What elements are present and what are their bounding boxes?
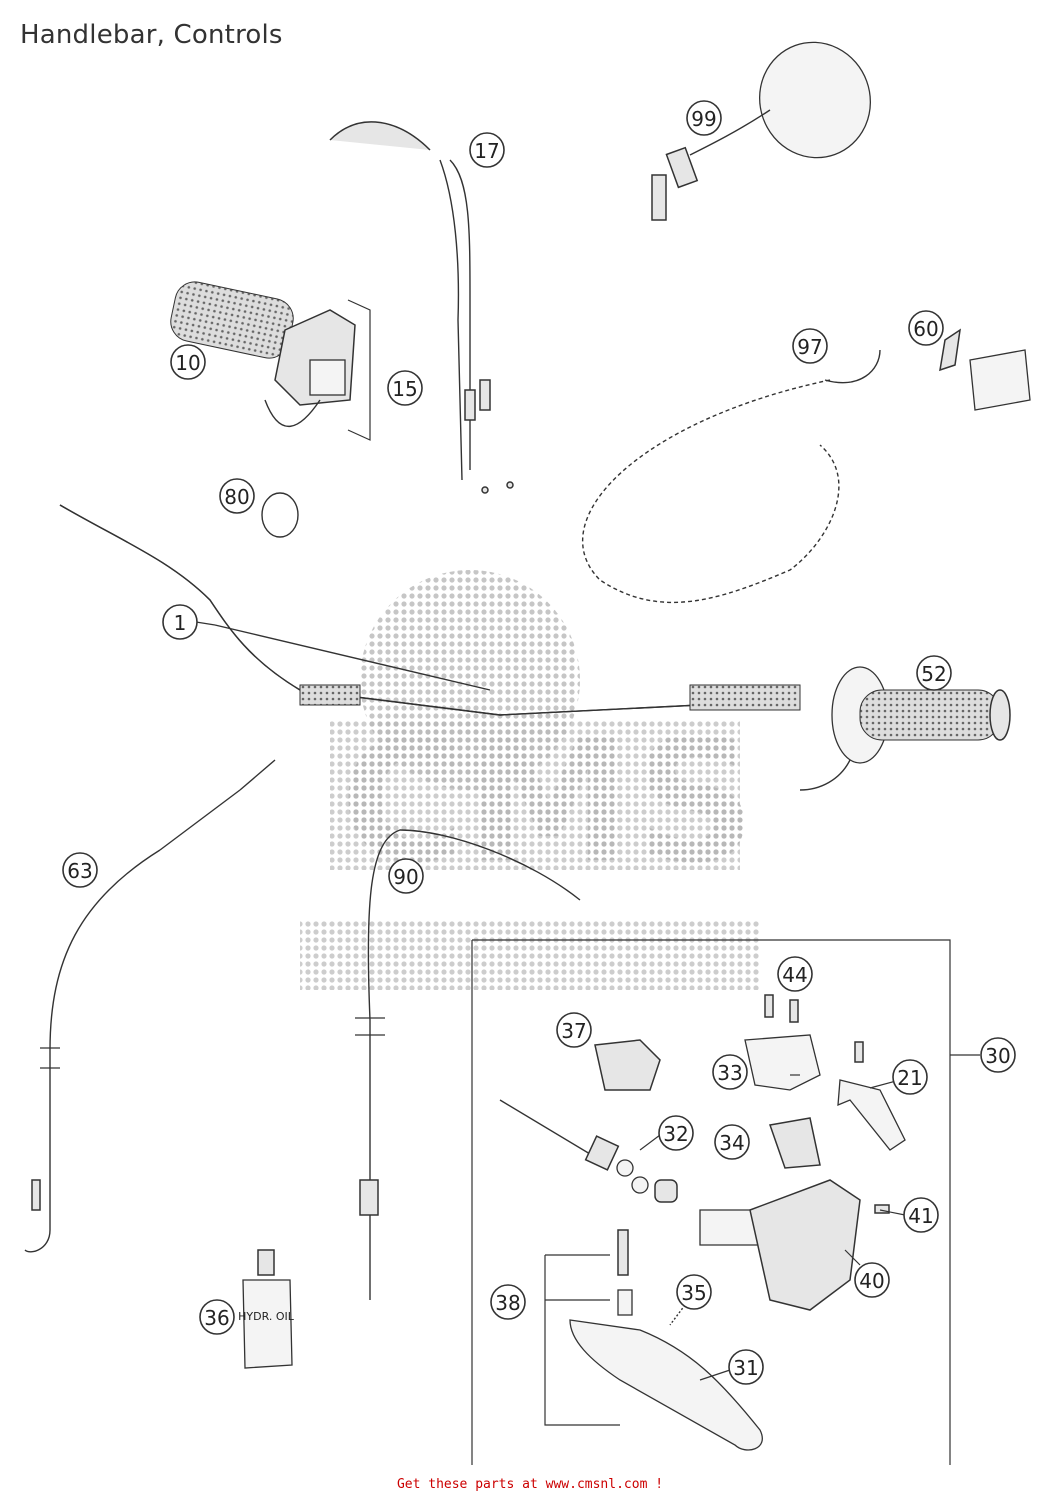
cable-90	[355, 829, 581, 1300]
callout-circle	[388, 858, 424, 894]
callout-circle	[903, 1197, 939, 1233]
brake-assembly-frame	[471, 939, 951, 1465]
callout-circle	[62, 852, 98, 888]
callout-circle	[387, 370, 423, 406]
callout-21: 21	[892, 1059, 928, 1095]
callout-label: 60	[913, 317, 938, 341]
callout-circle	[686, 100, 722, 136]
callout-38: 38	[490, 1284, 526, 1320]
callout-label: 21	[897, 1066, 922, 1090]
throttle-cables	[329, 121, 514, 494]
callout-label: 40	[859, 1269, 884, 1293]
page-title: Handlebar, Controls	[20, 20, 283, 50]
bottle-label: HYDR. OIL	[238, 1310, 295, 1323]
callout-label: 41	[908, 1204, 933, 1228]
callout-circle	[490, 1284, 526, 1320]
callout-circle	[556, 1012, 592, 1048]
callout-34: 34	[714, 1124, 750, 1160]
callout-label: 90	[393, 865, 418, 889]
callout-80: 80	[219, 478, 255, 514]
callout-17: 17	[469, 132, 505, 168]
callout-label: 99	[691, 107, 716, 131]
callout-circle	[728, 1349, 764, 1385]
callout-36: 36	[199, 1299, 235, 1335]
callout-label: 80	[224, 485, 249, 509]
callout-40: 40	[854, 1262, 890, 1298]
callout-circle	[162, 604, 198, 640]
callout-63: 63	[62, 852, 98, 888]
callout-circle	[908, 310, 944, 346]
callout-15: 15	[387, 370, 423, 406]
hydraulic-oil-bottle: HYDR. OIL	[238, 1249, 295, 1369]
callout-circle	[714, 1124, 750, 1160]
mirror	[651, 41, 872, 221]
left-grip	[799, 666, 1011, 791]
callout-circle	[170, 344, 206, 380]
callout-label: 38	[495, 1291, 520, 1315]
callout-97: 97	[792, 328, 828, 364]
callout-label: 37	[561, 1019, 586, 1043]
callout-circle	[792, 328, 828, 364]
callout-35: 35	[676, 1274, 712, 1310]
callout-30: 30	[980, 1037, 1016, 1073]
callout-circle	[712, 1054, 748, 1090]
callout-circle	[892, 1059, 928, 1095]
callout-label: 44	[782, 963, 807, 987]
callout-circle	[676, 1274, 712, 1310]
callout-label: 10	[175, 351, 200, 375]
brake-master-cylinder	[499, 994, 906, 1451]
callout-41: 41	[903, 1197, 939, 1233]
callout-label: 32	[663, 1122, 688, 1146]
callout-label: 30	[985, 1044, 1010, 1068]
callout-label: 34	[719, 1131, 744, 1155]
handlebar	[59, 504, 801, 716]
callout-circle	[854, 1262, 890, 1298]
callout-31: 31	[728, 1349, 764, 1385]
callout-circle	[219, 478, 255, 514]
footer-link[interactable]: Get these parts at www.cmsnl.com !	[396, 1477, 664, 1492]
callout-1: 1	[162, 604, 198, 640]
callout-52: 52	[916, 655, 952, 691]
callout-circle	[980, 1037, 1016, 1073]
hot-start-cable	[24, 759, 276, 1253]
callout-label: 1	[174, 611, 187, 635]
callout-37: 37	[556, 1012, 592, 1048]
callout-60: 60	[908, 310, 944, 346]
callout-33: 33	[712, 1054, 748, 1090]
callout-label: 52	[921, 662, 946, 686]
callout-circle	[916, 655, 952, 691]
callout-circle	[658, 1115, 694, 1151]
cable-tie	[261, 492, 299, 538]
callout-label: 63	[67, 859, 92, 883]
callouts: 1 10 15 17 21 30 31 32 33 34 35 36 37 38 40 41 44 52 60 63 8…	[62, 100, 1016, 1385]
callout-circle	[777, 956, 813, 992]
callout-10: 10	[170, 344, 206, 380]
callout-32: 32	[658, 1115, 694, 1151]
switch-assembly	[581, 328, 1031, 604]
callout-circle	[199, 1299, 235, 1335]
callout-label: 35	[681, 1281, 706, 1305]
callout-label: 97	[797, 335, 822, 359]
callout-99: 99	[686, 100, 722, 136]
callout-label: 15	[392, 377, 417, 401]
callout-44: 44	[777, 956, 813, 992]
callout-label: 33	[717, 1061, 742, 1085]
callout-label: 17	[474, 139, 499, 163]
callout-label: 36	[204, 1306, 229, 1330]
watermark: CMS	[300, 570, 760, 990]
callout-label: 31	[733, 1356, 758, 1380]
callout-circle	[469, 132, 505, 168]
callout-90: 90	[388, 858, 424, 894]
throttle-grip	[170, 281, 371, 441]
